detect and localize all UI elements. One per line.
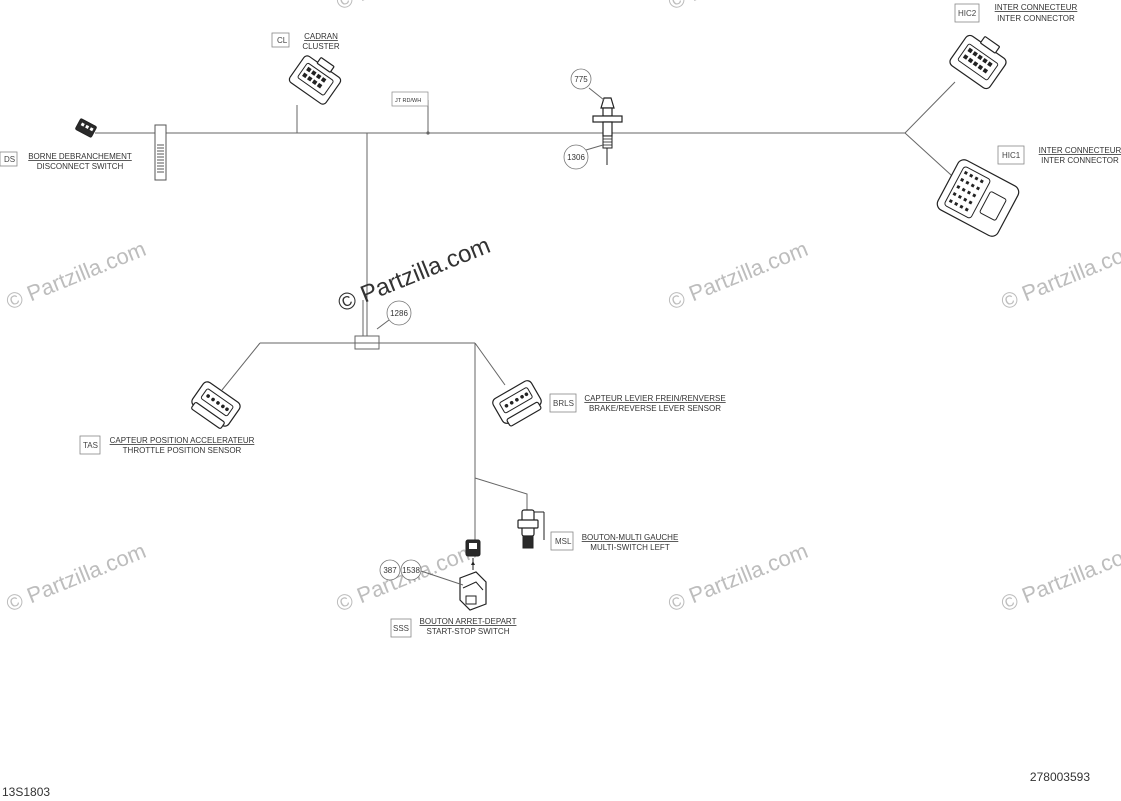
footer-right-code: 278003593	[1030, 770, 1090, 784]
hic1-label-fr: INTER CONNECTEUR	[1039, 146, 1121, 155]
watermark-layer: © Partzilla.com © Partzilla.com © Partzi…	[3, 0, 1121, 617]
msl-code-box	[550, 531, 574, 551]
sss-code-box	[390, 618, 412, 638]
brls-connector	[492, 380, 542, 427]
sss-label-en: START-STOP SWITCH	[427, 627, 510, 636]
watermark-text: © Partzilla.com	[998, 236, 1121, 315]
sss-code: SSS	[393, 624, 409, 633]
disconnect-switch-body	[154, 124, 167, 181]
wire-to-brls	[474, 342, 506, 386]
hic2-connector	[949, 34, 1007, 90]
tas-label-fr: CAPTEUR POSITION ACCELERATEUR	[110, 436, 255, 445]
msl-label-fr: BOUTON-MULTI GAUCHE	[582, 533, 679, 542]
brls-code-box	[549, 393, 577, 413]
wire-label: JT RD/WH	[395, 98, 421, 104]
watermark-text: © Partzilla.com	[3, 538, 150, 617]
part-ref-1306	[563, 144, 589, 170]
watermark-text: © Partzilla.com	[665, 236, 812, 315]
tas-label-en: THROTTLE POSITION SENSOR	[123, 446, 242, 455]
part-ref-1286-text: 1286	[390, 309, 408, 318]
part-ref-775-text: 775	[574, 75, 588, 84]
part-ref-387	[379, 559, 401, 581]
brls-label-en: BRAKE/REVERSE LEVER SENSOR	[589, 404, 721, 413]
msl-connector	[517, 509, 545, 549]
hic2-code: HIC2	[958, 9, 977, 18]
tas-connector	[191, 381, 241, 429]
leader-387-1538	[420, 570, 464, 586]
wire-to-tas	[221, 342, 261, 391]
watermark-text: © Partzilla.com	[3, 236, 150, 315]
hic2-label-fr: INTER CONNECTEUR	[995, 3, 1078, 12]
msl-label-en: MULTI-SWITCH LEFT	[590, 543, 670, 552]
sss-switch	[459, 539, 487, 611]
cl-label-fr: CADRAN	[304, 32, 338, 41]
tas-code: TAS	[83, 441, 98, 450]
cl-code: CL	[277, 36, 288, 45]
sss-label-fr: BOUTON ARRET-DEPART	[420, 617, 517, 626]
wire-splice-dot	[426, 131, 430, 135]
leader-775	[588, 87, 605, 101]
wire-to-hic2	[904, 81, 956, 134]
wire-harness	[95, 81, 963, 545]
ground-stud	[592, 97, 623, 165]
ds-code-box	[0, 151, 18, 167]
part-ref-1306-text: 1306	[567, 153, 585, 162]
watermark-text: © Partzilla.com	[665, 0, 812, 15]
hic1-code: HIC1	[1002, 151, 1021, 160]
watermark-text: © Partzilla.com	[333, 0, 480, 15]
hic1-code-box	[997, 145, 1025, 165]
part-ref-1286	[386, 300, 412, 326]
ds-label-en: DISCONNECT SWITCH	[37, 162, 124, 171]
ds-code: DS	[4, 155, 15, 164]
hic1-connector	[936, 159, 1020, 237]
leader-1306	[585, 144, 604, 151]
tas-code-box	[79, 435, 101, 455]
hic1-label-en: INTER CONNECTOR	[1041, 156, 1119, 165]
brls-code: BRLS	[553, 399, 574, 408]
watermark-text: © Partzilla.com	[998, 538, 1121, 617]
part-ref-1538	[400, 559, 422, 581]
part-ref-1538-text: 1538	[402, 566, 420, 575]
part-ref-775	[570, 68, 592, 90]
cl-label-en: CLUSTER	[302, 42, 340, 51]
hic2-code-box	[954, 3, 980, 23]
cl-code-box	[271, 32, 290, 48]
leader-1286	[376, 319, 390, 330]
wire-label-box	[391, 91, 429, 107]
cluster-connector	[288, 55, 342, 105]
msl-code: MSL	[555, 537, 572, 546]
watermark-prominent: © Partzilla.com	[334, 232, 494, 318]
watermark-text: © Partzilla.com	[665, 538, 812, 617]
brls-label-fr: CAPTEUR LEVIER FREIN/RENVERSE	[584, 394, 725, 403]
hic2-label-en: INTER CONNECTOR	[997, 14, 1075, 23]
footer-left-code: 13S1803	[2, 785, 50, 799]
disconnect-switch-connector	[75, 118, 167, 181]
ds-label-fr: BORNE DEBRANCHEMENT	[28, 152, 132, 161]
part-ref-387-text: 387	[383, 566, 397, 575]
wire-to-msl	[474, 477, 528, 512]
